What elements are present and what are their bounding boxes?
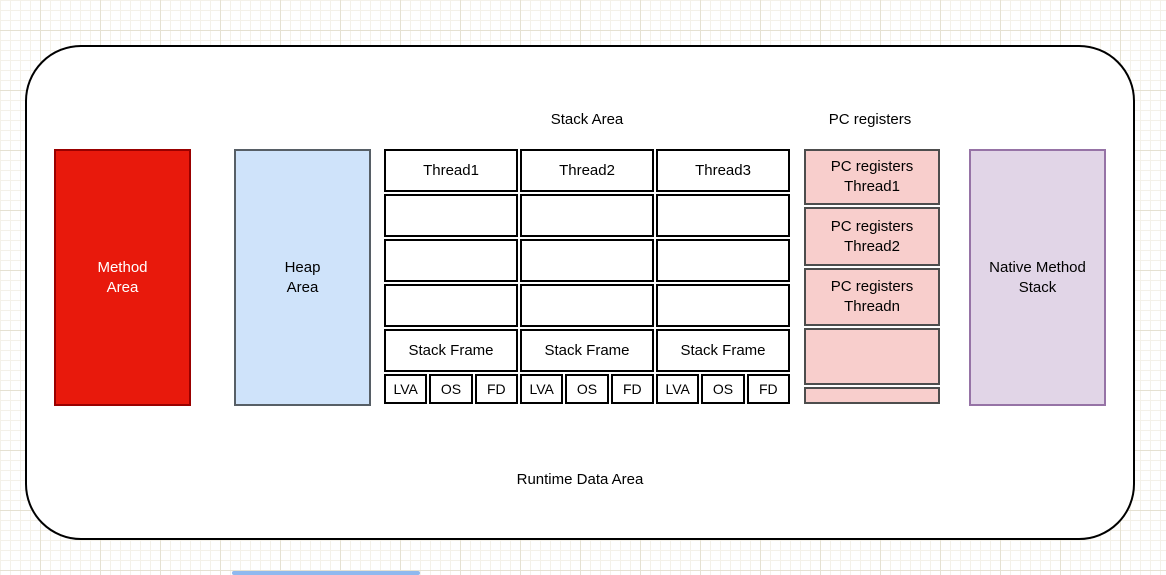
- thread3-header-cell[interactable]: Thread3: [656, 149, 790, 192]
- fd-cell[interactable]: FD: [474, 374, 518, 404]
- thread2-header-cell[interactable]: Thread2: [520, 149, 654, 192]
- stack-column-thread2: Thread2 Stack Frame LVA OS FD: [520, 149, 654, 404]
- stack-cell-empty[interactable]: [656, 194, 790, 237]
- pc-registers-thread1-box[interactable]: PC registers Thread1: [804, 149, 940, 205]
- thread2-header-label: Thread2: [559, 161, 615, 179]
- lva-cell[interactable]: LVA: [656, 374, 700, 404]
- pc-registers-empty-strip[interactable]: [804, 387, 940, 404]
- stack-frame-label: Stack Frame: [680, 341, 766, 359]
- stack-frame-cell[interactable]: Stack Frame: [656, 329, 790, 372]
- stack-frame-subcells: LVA OS FD: [520, 374, 654, 404]
- fd-cell[interactable]: FD: [746, 374, 790, 404]
- stack-column-thread3: Thread3 Stack Frame LVA OS FD: [656, 149, 790, 404]
- stack-cell-empty[interactable]: [384, 194, 518, 237]
- stack-area-title: Stack Area: [550, 111, 624, 128]
- pc-registers-threadn-box[interactable]: PC registers Threadn: [804, 268, 940, 326]
- heap-area-box[interactable]: Heap Area: [234, 149, 371, 406]
- stack-frame-label: Stack Frame: [544, 341, 630, 359]
- stack-cell-empty[interactable]: [520, 194, 654, 237]
- thread1-header-cell[interactable]: Thread1: [384, 149, 518, 192]
- native-method-stack-label: Native Method Stack: [989, 258, 1086, 296]
- stack-cell-empty[interactable]: [656, 284, 790, 327]
- stack-frame-cell[interactable]: Stack Frame: [384, 329, 518, 372]
- pc-registers-thread2-label: PC registers Thread2: [830, 217, 914, 255]
- pc-registers-threadn-label: PC registers Threadn: [830, 278, 914, 315]
- heap-area-label: Heap Area: [284, 258, 321, 296]
- stack-cell-empty[interactable]: [520, 239, 654, 282]
- stack-frame-subcells: LVA OS FD: [656, 374, 790, 404]
- stack-cell-empty[interactable]: [656, 239, 790, 282]
- pc-registers-thread1-label: PC registers Thread1: [830, 158, 914, 195]
- stack-cell-empty[interactable]: [520, 284, 654, 327]
- native-method-stack-box[interactable]: Native Method Stack: [969, 149, 1106, 406]
- stack-cell-empty[interactable]: [384, 284, 518, 327]
- stack-frame-label: Stack Frame: [408, 341, 494, 359]
- pc-registers-thread2-box[interactable]: PC registers Thread2: [804, 207, 940, 266]
- os-cell[interactable]: OS: [429, 374, 473, 404]
- runtime-data-area-label: Runtime Data Area: [516, 471, 644, 488]
- method-area-box[interactable]: Method Area: [54, 149, 191, 406]
- stack-frame-subcells: LVA OS FD: [384, 374, 518, 404]
- pc-registers-column: PC registers Thread1 PC registers Thread…: [804, 149, 940, 404]
- horizontal-scrollbar-thumb[interactable]: [232, 571, 420, 575]
- stack-cell-empty[interactable]: [384, 239, 518, 282]
- os-cell[interactable]: OS: [565, 374, 609, 404]
- thread1-header-label: Thread1: [423, 161, 479, 179]
- pc-registers-empty-box[interactable]: [804, 328, 940, 385]
- lva-cell[interactable]: LVA: [520, 374, 564, 404]
- fd-cell[interactable]: FD: [610, 374, 654, 404]
- stack-column-thread1: Thread1 Stack Frame LVA OS FD: [384, 149, 518, 404]
- lva-cell[interactable]: LVA: [384, 374, 428, 404]
- pc-registers-title: PC registers: [828, 111, 912, 128]
- os-cell[interactable]: OS: [701, 374, 745, 404]
- stack-frame-cell[interactable]: Stack Frame: [520, 329, 654, 372]
- method-area-label: Method Area: [97, 258, 148, 296]
- thread3-header-label: Thread3: [695, 161, 751, 179]
